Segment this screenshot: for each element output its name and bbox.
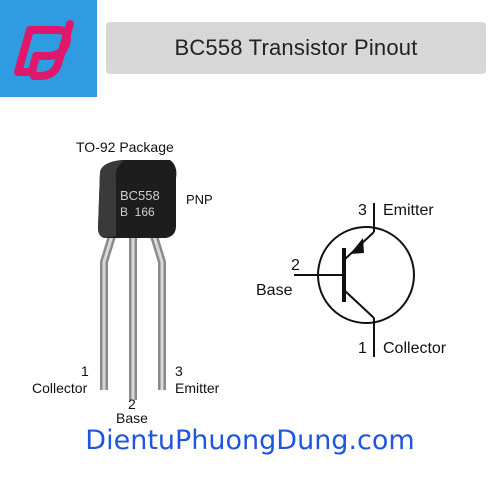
base-pin-label: Base — [116, 410, 148, 426]
transistor-legs — [100, 234, 166, 400]
collector-line — [343, 289, 375, 319]
transistor-body — [98, 160, 177, 238]
collector-pin-number: 1 — [81, 363, 89, 379]
schematic-collector-number: 1 — [358, 340, 367, 357]
schematic-collector-label: Collector — [383, 340, 447, 357]
footer-website: DientuPhuongDung.com — [85, 425, 415, 456]
pj-logo-icon — [14, 20, 74, 80]
brand-logo — [0, 0, 97, 97]
emitter-pin-label: Emitter — [175, 380, 220, 396]
schematic-base-number: 2 — [291, 257, 300, 274]
schematic-base-label: Base — [256, 282, 293, 299]
schematic-emitter-number: 3 — [358, 202, 367, 219]
transistor-type-label: PNP — [186, 192, 213, 207]
schematic-emitter-label: Emitter — [383, 202, 434, 219]
base-pin-number: 2 — [128, 396, 136, 412]
emitter-arrow-icon — [350, 238, 364, 254]
title-bar: BC558 Transistor Pinout — [106, 22, 486, 74]
collector-pin-label: Collector — [32, 380, 88, 396]
page-title: BC558 Transistor Pinout — [174, 35, 418, 60]
emitter-pin-number: 3 — [175, 363, 183, 379]
package-marking-line2: B 166 — [120, 205, 155, 219]
package-marking-line1: BC558 — [120, 188, 160, 203]
package-label: TO-92 Package — [76, 139, 174, 155]
